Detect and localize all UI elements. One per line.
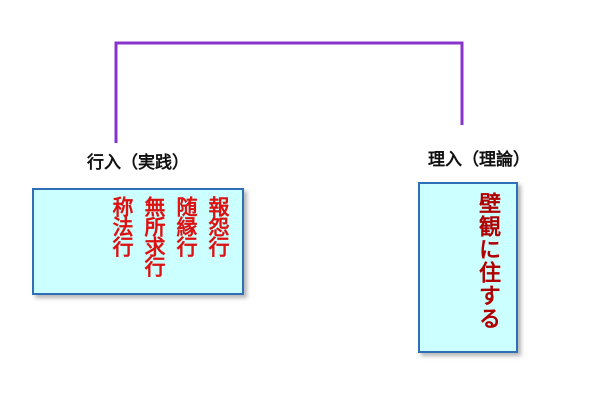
left-heading: 行入（実践） <box>87 153 189 173</box>
practice-column-2: 随縁行 <box>174 196 198 256</box>
practice-column-3: 無所求行 <box>142 196 166 276</box>
practice-column-1: 報怨行 <box>206 196 230 256</box>
right-theory-box: 壁観に住する <box>418 182 518 353</box>
right-heading: 理入（理論） <box>428 150 530 170</box>
bracket-line <box>114 41 464 143</box>
practice-column-4: 称法行 <box>110 196 134 256</box>
left-practice-box: 報怨行 随縁行 無所求行 称法行 <box>32 188 244 295</box>
theory-text: 壁観に住する <box>475 192 500 330</box>
